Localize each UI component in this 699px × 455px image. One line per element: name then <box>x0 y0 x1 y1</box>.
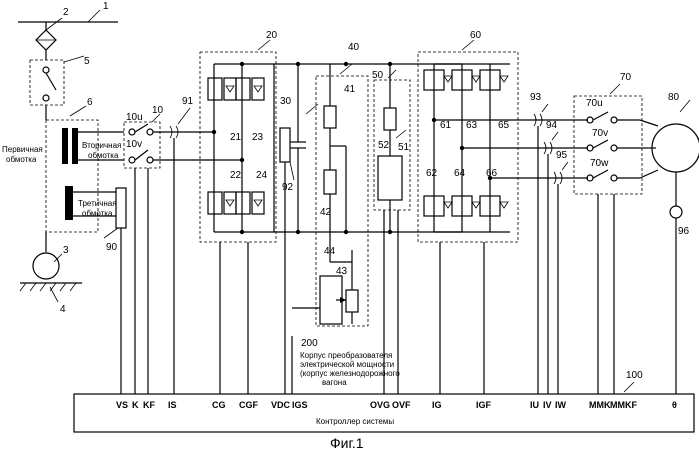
ref-20: 20 <box>266 30 278 41</box>
signal-iw: IW <box>555 400 567 410</box>
label-controller: Контроллер системы <box>316 417 394 426</box>
ref-3: 3 <box>63 245 69 256</box>
ref-95: 95 <box>556 150 568 161</box>
ref-64: 64 <box>454 168 466 179</box>
contactor <box>124 114 242 394</box>
motor <box>640 100 699 394</box>
label-tertiary-winding-2: обмотка <box>82 209 113 218</box>
ref-1: 1 <box>103 1 109 12</box>
label-primary-winding-1: Первичная <box>2 145 43 154</box>
ref-200: 200 <box>301 338 318 349</box>
ref-96: 96 <box>678 226 690 237</box>
ref-51: 51 <box>398 142 410 153</box>
ref-63: 63 <box>466 120 478 131</box>
ref-60: 60 <box>470 30 482 41</box>
label-body-4: вагона <box>322 378 347 387</box>
signal-ovf: OVF <box>392 400 411 410</box>
signal-igs: IGS <box>292 400 308 410</box>
ref-10v: 10v <box>126 139 142 150</box>
label-body-2: электрической мощности <box>300 360 394 369</box>
ref-24: 24 <box>256 170 268 181</box>
signal-iu: IU <box>530 400 539 410</box>
signal-iv: IV <box>543 400 552 410</box>
ref-23: 23 <box>252 132 264 143</box>
signal-mmkf: MMKF <box>610 400 637 410</box>
ref-50: 50 <box>372 70 384 81</box>
label-secondary-winding-2: обмотка <box>88 151 119 160</box>
ref-70v: 70v <box>592 128 608 139</box>
main-breaker <box>30 56 84 105</box>
ref-44: 44 <box>324 246 336 257</box>
ref-92: 92 <box>282 182 294 193</box>
ref-4: 4 <box>60 304 66 315</box>
ref-30: 30 <box>280 96 292 107</box>
signal-vdc: VDC <box>271 400 291 410</box>
ref-10u: 10u <box>126 112 143 123</box>
transformer <box>46 105 124 252</box>
ref-22: 22 <box>230 170 242 181</box>
ref-90: 90 <box>106 242 118 253</box>
label-primary-winding-2: обмотка <box>6 155 37 164</box>
signal-cg: CG <box>212 400 226 410</box>
controller-signals: VS K KF IS CG CGF VDC IGS OVG OVF IG IGF… <box>116 400 677 410</box>
protection-unit <box>374 64 410 394</box>
inverter <box>418 40 588 242</box>
ref-43: 43 <box>336 266 348 277</box>
signal-cgf: CGF <box>239 400 259 410</box>
ref-66: 66 <box>486 168 498 179</box>
signal-kf: KF <box>143 400 155 410</box>
ref-41: 41 <box>344 84 356 95</box>
signal-k: K <box>132 400 139 410</box>
ref-10: 10 <box>152 105 164 116</box>
ref-80: 80 <box>668 92 680 103</box>
label-body-1: Корпус преобразователя <box>300 351 392 360</box>
signal-ovg: OVG <box>370 400 390 410</box>
ref-94: 94 <box>546 120 558 131</box>
ref-65: 65 <box>498 120 510 131</box>
pantograph <box>36 18 62 60</box>
ref-5: 5 <box>84 56 90 67</box>
reference-labels: 1 2 5 6 3 4 10u 10 10v 91 90 20 21 23 22… <box>60 1 690 381</box>
signal-ig: IG <box>432 400 442 410</box>
ref-62: 62 <box>426 168 438 179</box>
label-body-3: (корпус железнодорожного <box>300 369 400 378</box>
ref-100: 100 <box>626 370 643 381</box>
tertiary-sensor <box>104 188 126 394</box>
signal-is: IS <box>168 400 177 410</box>
current-sensor-91 <box>170 108 190 394</box>
label-tertiary-winding-1: Третичная <box>78 199 117 208</box>
ref-61: 61 <box>440 120 452 131</box>
signal-vs: VS <box>116 400 128 410</box>
signal-theta: θ <box>672 400 677 410</box>
ref-91: 91 <box>182 96 194 107</box>
ref-21: 21 <box>230 132 242 143</box>
figure-caption: Фиг.1 <box>330 435 364 451</box>
ref-42: 42 <box>320 207 332 218</box>
ref-52: 52 <box>378 140 390 151</box>
ref-6: 6 <box>87 97 93 108</box>
label-secondary-winding-1: Вторичная <box>82 141 121 150</box>
signal-igf: IGF <box>476 400 492 410</box>
ref-40: 40 <box>348 42 360 53</box>
ref-70w: 70w <box>590 158 609 169</box>
ref-93: 93 <box>530 92 542 103</box>
wheel-ground <box>20 253 82 302</box>
ref-70: 70 <box>620 72 632 83</box>
signal-mmk: MMK <box>589 400 611 410</box>
ref-70u: 70u <box>586 98 603 109</box>
ref-2: 2 <box>63 7 69 18</box>
